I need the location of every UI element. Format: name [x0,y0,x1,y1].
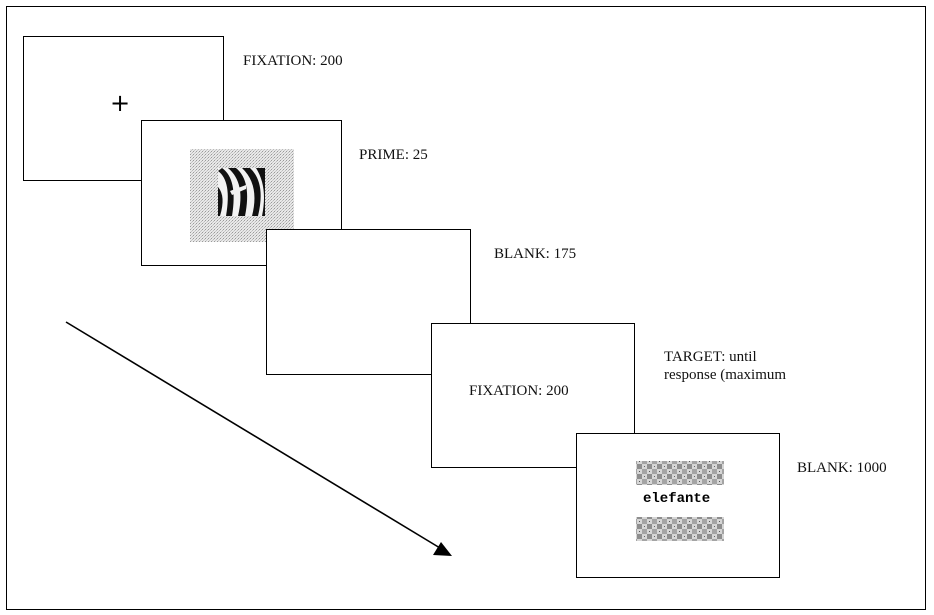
target-screen-text: FIXATION: 200 [469,382,569,400]
target-label-line2: response (maximum [664,366,786,384]
fixation-cross: + [110,91,130,115]
mask-bottom [636,517,724,541]
zebra-stripes-image [218,168,266,216]
target-word: elefante [643,491,710,507]
prime-label: PRIME: 25 [359,146,428,164]
blank1-label: BLANK: 175 [494,245,576,263]
fixation-label: FIXATION: 200 [243,52,343,70]
blank2-label: BLANK: 1000 [797,459,887,477]
blank-screen-2: elefante [576,433,780,578]
target-label-line1: TARGET: until [664,348,757,366]
mask-top [636,461,724,485]
